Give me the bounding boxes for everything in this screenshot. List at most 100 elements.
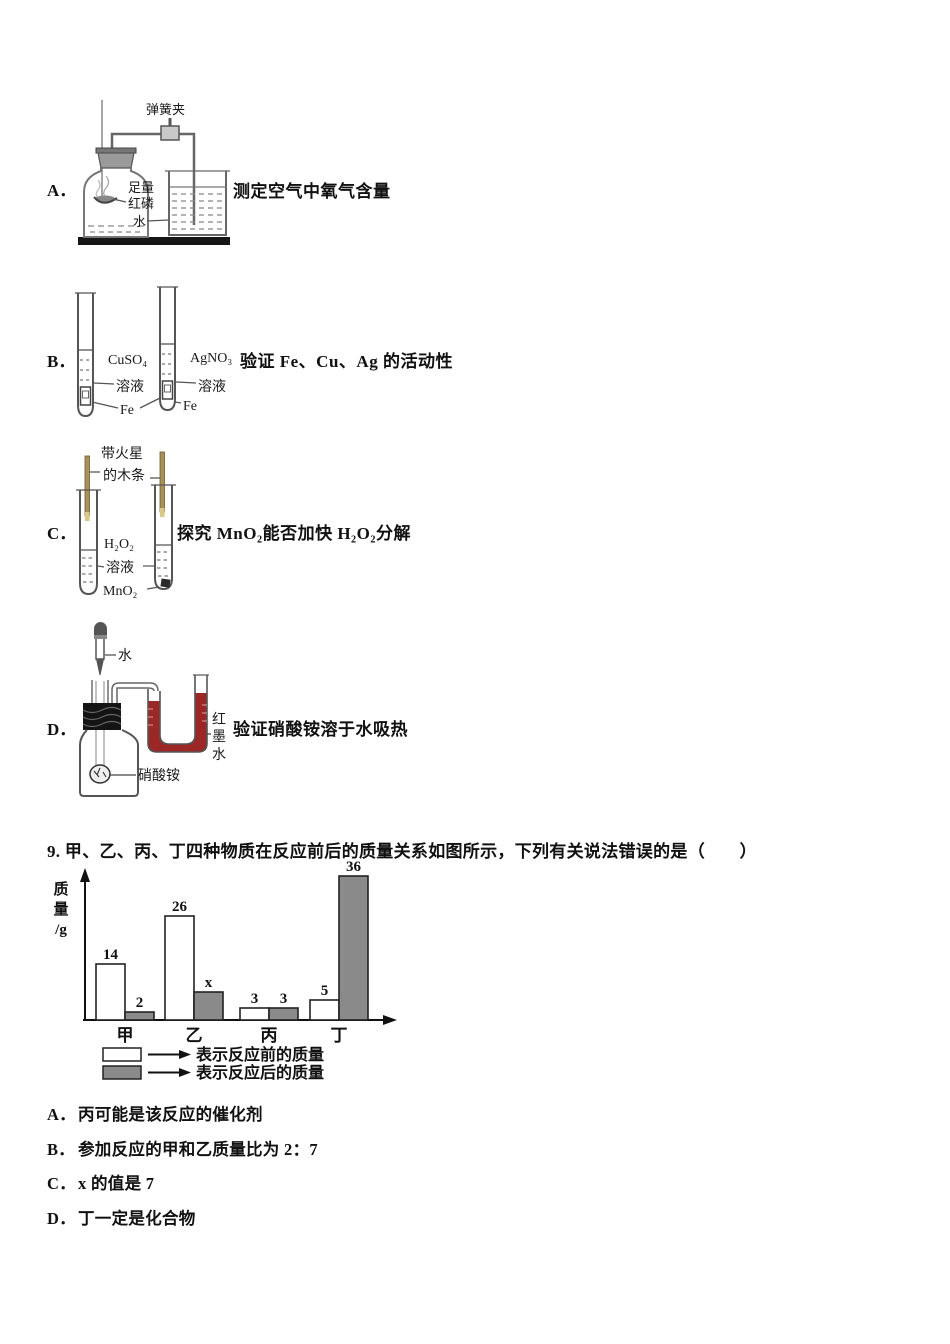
apparatus-caption-d: 验证硝酸铵溶于水吸热 (233, 720, 408, 739)
apparatus-caption-b: 验证 Fe、Cu、Ag 的活动性 (240, 352, 453, 371)
red-ink-label-line2: 墨 (212, 730, 226, 745)
apparatus-option-letter-d: D． (47, 720, 77, 739)
bar-before-1 (164, 915, 195, 1021)
choice-b-text: 参加反应的甲和乙质量比为 2：7 (78, 1140, 318, 1159)
leader-line (97, 565, 105, 568)
stopper-top (95, 147, 137, 154)
iron-piece-right (161, 380, 174, 400)
delivery-tube (111, 682, 159, 705)
y-axis-label: /g (54, 922, 67, 938)
choice-c-letter: C． (47, 1174, 77, 1193)
bar-value-label: 5 (321, 983, 329, 999)
bar-value-label: x (205, 975, 213, 991)
bar-before-3 (309, 999, 340, 1021)
bar-value-label: 36 (346, 859, 362, 875)
question-9-text: 9. 甲、乙、丙、丁四种物质在反应前后的质量关系如图所示，下列有关说法错误的是（… (47, 842, 757, 861)
x-category-label: 丙 (261, 1026, 278, 1045)
leader-line (146, 219, 170, 222)
legend-arrow-head (179, 1068, 191, 1077)
solution-label: 溶液 (106, 560, 134, 576)
agno3-label: AgNO₃ (190, 351, 232, 366)
bar-after-3 (338, 875, 369, 1021)
ammonium-nitrate-solid (89, 764, 111, 784)
legend-label: 表示反应前的质量 (195, 1045, 324, 1064)
cuso4-solution (80, 359, 91, 381)
x-category-label: 甲 (117, 1026, 134, 1045)
gas-bottle (83, 168, 149, 238)
h2o2-label: H₂O₂ (104, 537, 134, 552)
test-tube-left (77, 293, 94, 418)
y-axis-arrow (80, 868, 90, 882)
legend-swatch (102, 1047, 142, 1062)
test-tube-left (79, 490, 98, 596)
dropper-tip (96, 659, 104, 675)
choice-a: A．丙可能是该反应的催化剂 (47, 1101, 263, 1125)
glowing-splint-left (84, 455, 90, 517)
apparatus-caption-c: 探究 MnO₂能否加快 H₂O₂分解 (177, 524, 411, 543)
flask-body (79, 729, 139, 797)
delivery-tube (116, 687, 155, 705)
legend-swatch (102, 1065, 142, 1080)
choice-d-letter: D． (47, 1209, 77, 1228)
bench-base (78, 237, 230, 245)
agno3-solution (162, 353, 173, 375)
cuso4-label: CuSO₄ (108, 353, 147, 368)
leader-line (93, 382, 115, 385)
choice-c-text: x 的值是 7 (78, 1174, 155, 1193)
leader-line (112, 198, 127, 203)
smoke-squiggle (95, 179, 101, 199)
apparatus-option-letter-b: B． (47, 352, 76, 371)
test-tube-right (159, 287, 176, 412)
solution-label-right: 溶液 (198, 379, 226, 395)
choice-a-letter: A． (47, 1105, 77, 1124)
dropper-collar (94, 635, 107, 639)
legend-label: 表示反应后的质量 (195, 1063, 324, 1082)
apparatus-caption-a: 测定空气中氧气含量 (233, 182, 391, 201)
ammonium-nitrate-label: 硝酸铵 (138, 768, 180, 784)
smoke-squiggle (103, 175, 110, 199)
bar-before-0 (95, 963, 126, 1021)
bar-value-label: 2 (136, 995, 144, 1011)
bar-value-label: 14 (103, 947, 119, 963)
test-tube-right (154, 485, 173, 591)
x-category-label: 丁 (331, 1026, 348, 1045)
pinch-clamp (160, 125, 180, 141)
x-category-label: 乙 (186, 1026, 203, 1045)
leader-line (91, 401, 119, 409)
fe-label-right: Fe (183, 399, 197, 414)
mno2-powder (160, 578, 171, 588)
iron-piece-left (79, 386, 92, 406)
apparatus-diagram-mno2-catalysis: 带火星 的木条 H₂O₂ 溶液 MnO₂ (76, 446, 176, 599)
connecting-tube (110, 132, 196, 225)
y-axis-label: 质 (53, 880, 68, 898)
red-phosphorus-label-line1: 足量 (128, 180, 154, 195)
choice-b-letter: B． (47, 1140, 76, 1159)
red-ink-liquid (148, 693, 207, 752)
choice-d: D．丁一定是化合物 (47, 1205, 196, 1229)
h2o2-solution-right (157, 551, 170, 577)
glowing-splint-right (159, 451, 165, 513)
bar-after-2 (268, 1007, 299, 1021)
clamp-label: 弹簧夹 (146, 102, 185, 117)
apparatus-diagram-metal-activity: CuSO₄ 溶液 AgNO₃ 溶液 Fe Fe (75, 286, 232, 418)
leader-line (139, 397, 161, 409)
bar-before-2 (239, 1007, 270, 1021)
u-tube-graduations (148, 704, 207, 726)
u-tube-outer (147, 675, 208, 753)
solution-label-left: 溶液 (116, 379, 144, 395)
legend-arrow-head (179, 1050, 191, 1059)
beaker (168, 171, 227, 236)
bar-value-label: 3 (280, 991, 288, 1007)
red-phosphorus-label-line2: 红磷 (128, 196, 154, 211)
beaker-water (172, 193, 223, 230)
leader-line (174, 401, 182, 404)
splint-glow-right (160, 508, 165, 517)
splint-label-line2: 的木条 (103, 467, 145, 484)
leader-line (175, 381, 197, 384)
solid-texture (93, 767, 107, 778)
bar-value-label: 26 (172, 899, 188, 915)
leader-line (146, 586, 160, 590)
x-axis-arrow (383, 1015, 397, 1025)
